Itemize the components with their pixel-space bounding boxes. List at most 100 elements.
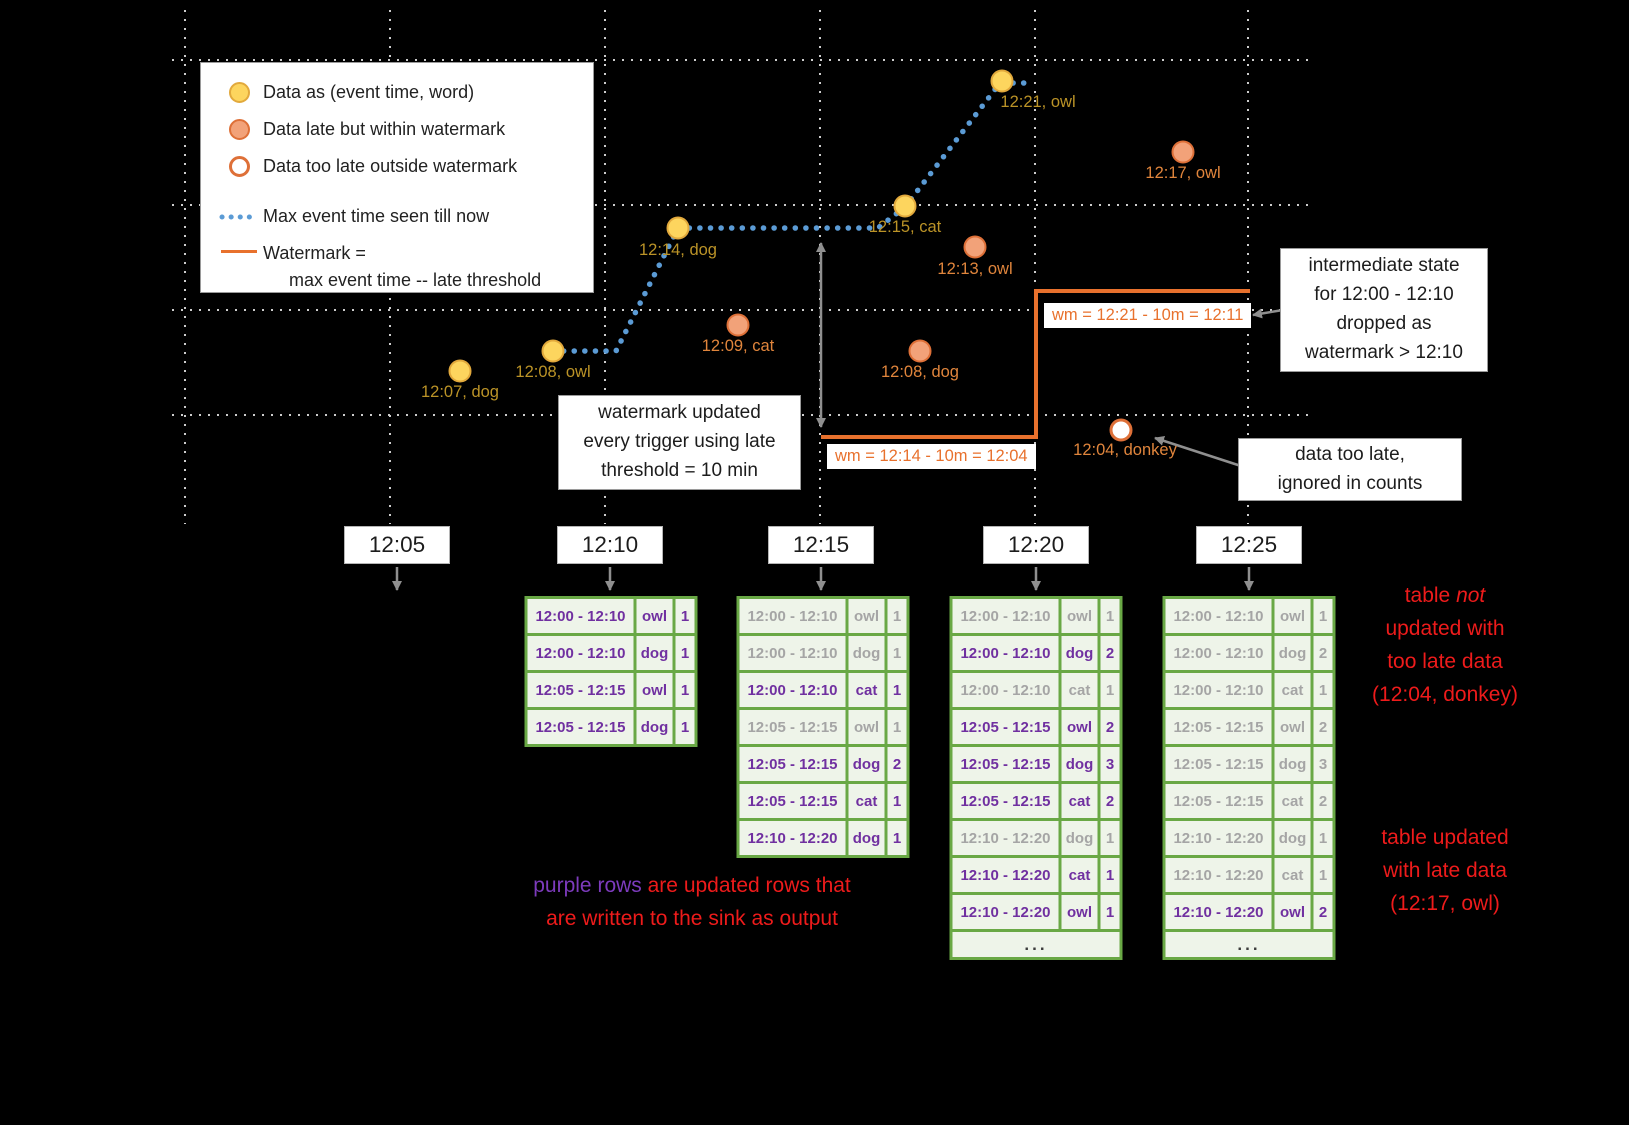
legend-watermark-line1: Watermark = [263, 242, 366, 263]
table-row: 12:00 - 12:10 owl 1 [1165, 599, 1333, 633]
data-point-label: 12:08, owl [515, 363, 591, 381]
table-row: 12:10 - 12:20 owl 2 [1165, 895, 1333, 929]
word-cell: dog [848, 821, 885, 855]
window-cell: 12:05 - 12:15 [527, 710, 634, 744]
window-cell: 12:10 - 12:20 [1165, 821, 1272, 855]
count-cell: 1 [887, 673, 907, 707]
data-point-on-time [541, 339, 565, 363]
table-row: 12:00 - 12:10 dog 1 [527, 636, 695, 670]
window-cell: 12:00 - 12:10 [952, 673, 1059, 707]
table-row: 12:10 - 12:20 dog 1 [1165, 821, 1333, 855]
legend-marker [215, 212, 263, 222]
word-cell: owl [1274, 599, 1311, 633]
legend-item-too-late: Data too late outside watermark [215, 153, 583, 181]
table-row: 12:10 - 12:20 owl 1 [952, 895, 1120, 929]
note-updated-late: table updated with late data (12:17, owl… [1340, 821, 1550, 920]
window-cell: 12:00 - 12:10 [527, 599, 634, 633]
word-cell: dog [1061, 821, 1098, 855]
table-row: 12:00 - 12:10 dog 2 [952, 636, 1120, 670]
count-cell: 1 [1313, 821, 1333, 855]
result-table-12-15: 12:00 - 12:10 owl 1 12:00 - 12:10 dog 1 … [736, 596, 910, 858]
table-row: 12:00 - 12:10 dog 2 [1165, 636, 1333, 670]
note-line: too late data [1387, 650, 1503, 673]
data-point-on-time [990, 69, 1014, 93]
legend-label: Data as (event time, word) [263, 82, 475, 102]
note-not-updated: table not updated with too late data (12… [1340, 579, 1550, 711]
word-cell: cat [1274, 784, 1311, 818]
window-cell: 12:05 - 12:15 [952, 747, 1059, 781]
table-row: 12:10 - 12:20 dog 1 [952, 821, 1120, 855]
word-cell: cat [848, 673, 885, 707]
count-cell: 1 [1313, 599, 1333, 633]
window-cell: 12:10 - 12:20 [952, 858, 1059, 892]
result-table-12-10: 12:00 - 12:10 owl 1 12:00 - 12:10 dog 1 … [524, 596, 698, 747]
word-cell: owl [848, 599, 885, 633]
legend-label: Watermark = max event time -- late thres… [263, 240, 541, 296]
legend-watermark-line2: max event time -- late threshold [289, 270, 542, 291]
late-point-icon [228, 119, 250, 141]
max-event-line-icon [219, 214, 259, 220]
window-cell: 12:05 - 12:15 [952, 710, 1059, 744]
table-row: 12:00 - 12:10 owl 1 [527, 599, 695, 633]
note-purple-rows: purple rows are updated rows that are wr… [492, 869, 892, 935]
count-cell: 1 [887, 821, 907, 855]
callout-line: every trigger using late [583, 431, 776, 453]
data-point-label: 12:21, owl [1000, 93, 1076, 111]
word-cell: owl [1061, 599, 1098, 633]
data-point-on-time [448, 359, 472, 383]
word-cell: dog [848, 747, 885, 781]
data-point-late [908, 339, 932, 363]
window-cell: 12:05 - 12:15 [952, 784, 1059, 818]
window-cell: 12:00 - 12:10 [527, 636, 634, 670]
count-cell: 1 [1100, 821, 1120, 855]
word-cell: cat [1274, 858, 1311, 892]
table-row: 12:05 - 12:15 cat 2 [952, 784, 1120, 818]
legend-label: Data late but within watermark [263, 118, 506, 139]
data-point-late [1171, 140, 1195, 164]
data-point-label: 12:15, cat [868, 218, 942, 236]
count-cell: 1 [1100, 673, 1120, 707]
callout-line: watermark > 12:10 [1305, 341, 1463, 363]
note-line: purple rows are updated rows that [492, 869, 892, 902]
data-point-too-late [1109, 418, 1133, 442]
callout-line: dropped as [1336, 313, 1432, 334]
window-cell: 12:05 - 12:15 [1165, 784, 1272, 818]
watermark-line [821, 289, 1250, 439]
trigger-time-12-15: 12:15 [768, 526, 874, 564]
word-cell: owl [636, 673, 673, 707]
result-table-12-20: 12:00 - 12:10 owl 1 12:00 - 12:10 dog 2 … [949, 596, 1123, 960]
table-ellipsis-row: ... [952, 932, 1120, 957]
callout-line: data too late, [1295, 443, 1405, 465]
word-cell: owl [1061, 710, 1098, 744]
watermark-value-label: wm = 12:21 - 10m = 12:11 [1044, 303, 1252, 328]
watermark-line-icon [221, 249, 257, 253]
result-table-12-25: 12:00 - 12:10 owl 1 12:00 - 12:10 dog 2 … [1162, 596, 1336, 960]
count-cell: 1 [675, 599, 695, 633]
data-point-late [726, 313, 750, 337]
result-table-rows: 12:00 - 12:10 owl 1 12:00 - 12:10 dog 2 … [1165, 599, 1333, 929]
table-row: 12:05 - 12:15 dog 1 [527, 710, 695, 744]
too-late-point-icon [228, 156, 250, 178]
word-cell: dog [1274, 636, 1311, 670]
table-row: 12:00 - 12:10 dog 1 [739, 636, 907, 670]
window-cell: 12:00 - 12:10 [739, 636, 846, 670]
table-row: 12:05 - 12:15 dog 2 [739, 747, 907, 781]
word-cell: dog [1274, 747, 1311, 781]
count-cell: 3 [1100, 747, 1120, 781]
callout-line: for 12:00 - 12:10 [1314, 284, 1454, 306]
legend-item-on-time: Data as (event time, word) [215, 79, 583, 107]
legend-label: Data too late outside watermark [263, 155, 518, 176]
table-row: 12:05 - 12:15 owl 2 [952, 710, 1120, 744]
window-cell: 12:10 - 12:20 [952, 821, 1059, 855]
window-cell: 12:10 - 12:20 [1165, 858, 1272, 892]
trigger-time-12-25: 12:25 [1196, 526, 1302, 564]
window-cell: 12:00 - 12:10 [952, 636, 1059, 670]
count-cell: 2 [1100, 636, 1120, 670]
count-cell: 1 [887, 599, 907, 633]
word-cell: owl [1274, 710, 1311, 744]
window-cell: 12:05 - 12:15 [739, 784, 846, 818]
data-point-label: 12:13, owl [937, 260, 1013, 278]
word-cell: dog [1061, 747, 1098, 781]
data-point-on-time [666, 216, 690, 240]
